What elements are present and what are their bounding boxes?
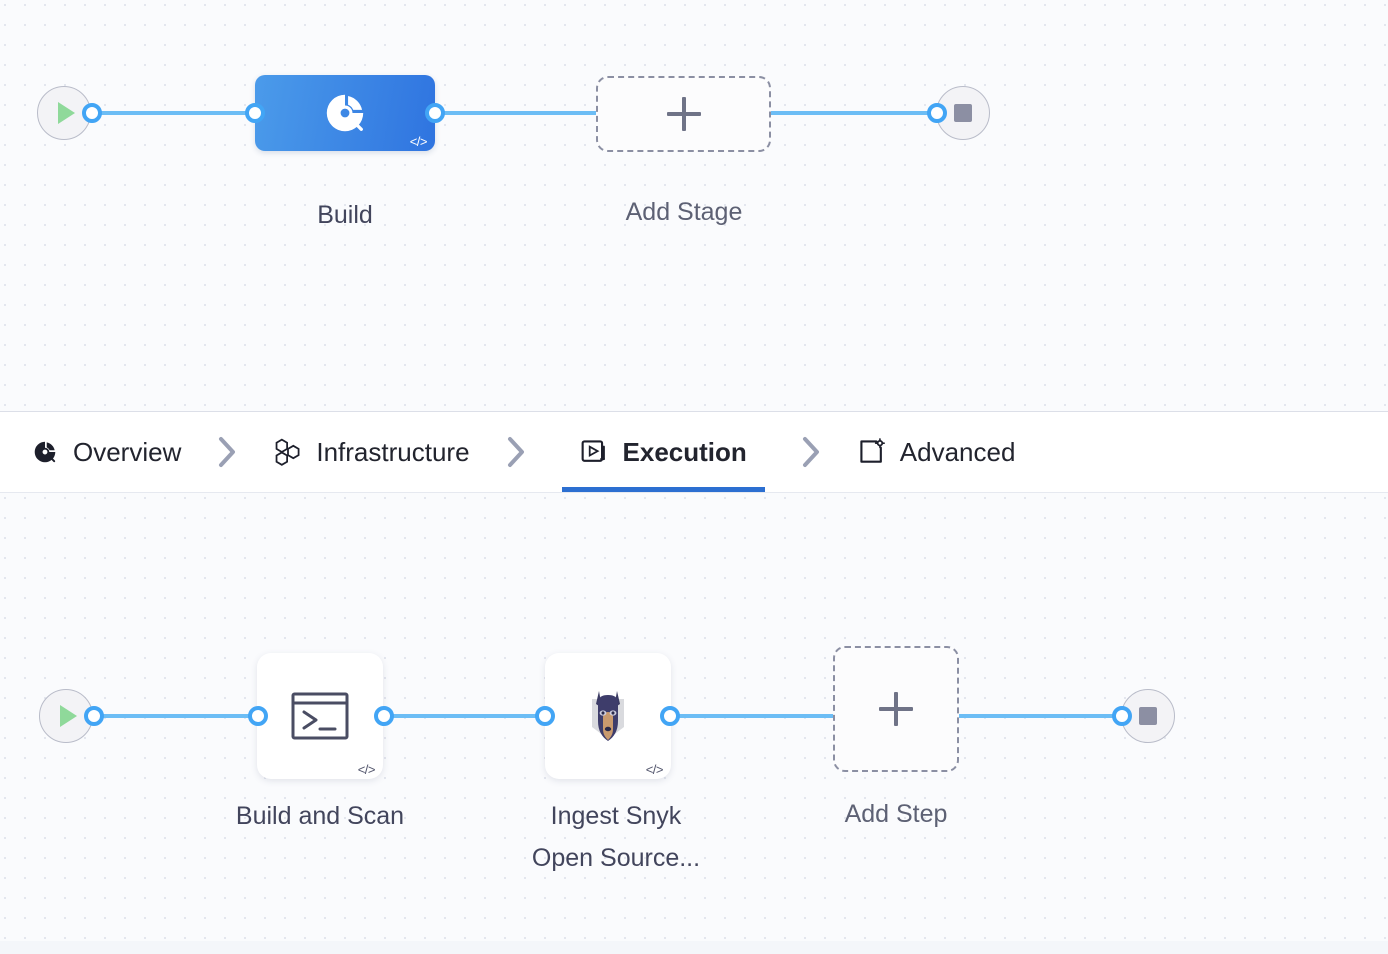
- hexagons-icon: [273, 437, 303, 467]
- add-stage-label: Add Stage: [625, 198, 743, 226]
- port-build-input[interactable]: [245, 103, 265, 123]
- port-start-output[interactable]: [82, 103, 102, 123]
- step-node-ingest-snyk[interactable]: </>: [545, 653, 671, 779]
- edge-start-to-build: [92, 111, 260, 115]
- port-snyk-output[interactable]: [660, 706, 680, 726]
- chevron-right-icon: [215, 434, 239, 470]
- tab-infrastructure[interactable]: Infrastructure: [273, 412, 470, 492]
- play-icon: [58, 102, 75, 124]
- settings-box-icon: [857, 437, 887, 467]
- tab-execution[interactable]: Execution: [561, 412, 766, 492]
- build-ci-icon: [326, 94, 364, 132]
- port-build-output[interactable]: [425, 103, 445, 123]
- edge-add-to-end: [765, 111, 945, 115]
- add-stage-node[interactable]: [596, 76, 771, 152]
- code-badge: </>: [645, 762, 664, 777]
- tab-label: Infrastructure: [316, 436, 470, 467]
- stage-label-build: Build: [317, 201, 373, 229]
- edge-build-to-add: [430, 111, 605, 115]
- tab-label: Overview: [73, 436, 182, 467]
- stop-icon: [954, 104, 972, 122]
- stage-config-tabbar: Overview Infrastructure: [0, 411, 1388, 493]
- snyk-dog-icon: [592, 691, 624, 741]
- code-badge: </>: [409, 134, 428, 149]
- tab-advanced[interactable]: Advanced: [857, 412, 1016, 492]
- chevron-right-icon: [504, 434, 528, 470]
- plus-icon: [879, 692, 913, 726]
- tab-label: Execution: [622, 436, 747, 467]
- bottom-strip: [0, 941, 1388, 954]
- add-step-label: Add Step: [844, 800, 948, 828]
- play-icon: [60, 705, 77, 727]
- port-exec-end-input[interactable]: [1112, 706, 1132, 726]
- step-node-build-and-scan[interactable]: </>: [257, 653, 383, 779]
- port-end-input[interactable]: [927, 103, 947, 123]
- play-box-icon: [580, 437, 610, 467]
- port-snyk-input[interactable]: [535, 706, 555, 726]
- step-label-ingest-snyk: Ingest Snyk Open Source...: [531, 802, 701, 872]
- port-buildscan-input[interactable]: [248, 706, 268, 726]
- stop-icon: [1139, 707, 1157, 725]
- build-ci-icon: [30, 437, 60, 467]
- edge-buildscan-to-snyk: [378, 714, 550, 718]
- terminal-icon: [291, 692, 349, 740]
- edge-addstep-to-end: [952, 714, 1128, 718]
- tab-label: Advanced: [899, 436, 1016, 467]
- add-step-node[interactable]: [833, 646, 959, 772]
- step-canvas[interactable]: </> Build and Scan </> Ingest Snyk Open …: [0, 493, 1388, 941]
- port-exec-start-output[interactable]: [84, 706, 104, 726]
- stage-node-build[interactable]: </>: [255, 75, 435, 151]
- step-label-build-and-scan: Build and Scan: [235, 802, 405, 830]
- code-badge: </>: [357, 762, 376, 777]
- edge-start-to-buildscan: [94, 714, 264, 718]
- plus-icon: [666, 97, 701, 131]
- chevron-right-icon: [799, 434, 823, 470]
- edge-snyk-to-addstep: [664, 714, 842, 718]
- execution-end-node[interactable]: [1121, 689, 1175, 743]
- port-buildscan-output[interactable]: [374, 706, 394, 726]
- stage-canvas[interactable]: </> Build Add Stage: [0, 0, 1388, 411]
- tab-overview[interactable]: Overview: [30, 412, 181, 492]
